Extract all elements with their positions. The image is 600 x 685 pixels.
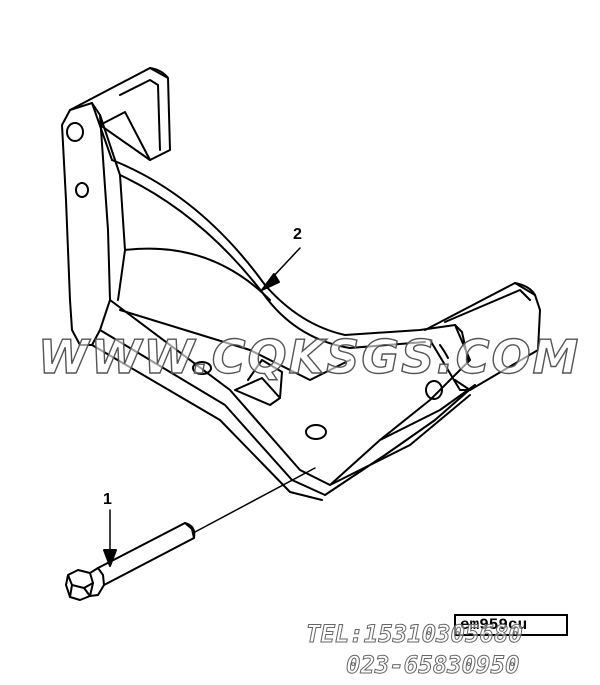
callout-2-leader [261, 247, 301, 291]
watermark-site: WWW.CQKSGS.COM [37, 329, 581, 384]
callout-label-2: 2 [293, 226, 302, 243]
callout-label-1: 1 [103, 491, 112, 508]
bolt-part [65, 522, 196, 601]
bolt-alignment-line [194, 467, 316, 533]
bracket-part [61, 67, 541, 501]
reference-code: em959cu [454, 614, 568, 636]
callout-1-leader [103, 509, 117, 567]
watermark-phone: 023-65830950 [345, 651, 520, 680]
watermark-tel: TEL:15310305680 [306, 620, 524, 649]
